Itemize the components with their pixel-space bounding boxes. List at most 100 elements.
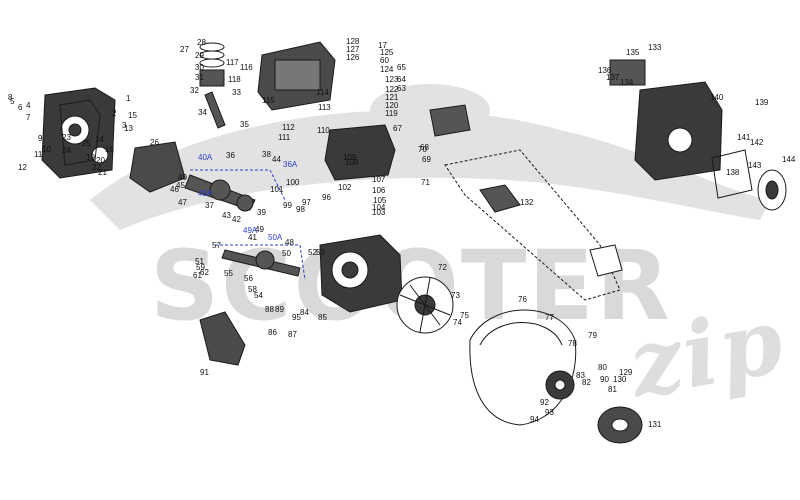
callout-label: 12 — [18, 163, 27, 172]
callout-label: 139 — [755, 98, 769, 107]
callout-label: 57 — [212, 241, 221, 250]
callout-label: 39 — [257, 208, 266, 217]
callout-label: 87 — [288, 330, 297, 339]
callout-label: 27 — [180, 45, 189, 54]
callout-label: 91 — [200, 368, 209, 377]
callout-label: 96 — [322, 193, 331, 202]
callout-label: 135 — [626, 48, 640, 57]
callout-label: 1 — [126, 94, 131, 103]
right-side-cover-plate — [711, 149, 753, 199]
callout-label: 85 — [318, 313, 327, 322]
crankcase-main — [319, 234, 403, 313]
callout-label: 82 — [582, 378, 591, 387]
callout-label: 56 — [244, 274, 253, 283]
callout-label: 31 — [195, 73, 204, 82]
callout-label: 88 — [265, 305, 274, 314]
fan-shroud — [469, 309, 577, 426]
callout-label: 41 — [248, 233, 257, 242]
callout-label: 40A — [198, 153, 213, 162]
callout-label: 86 — [268, 328, 277, 337]
callout-label: 77 — [545, 313, 554, 322]
callout-label: 52 — [308, 248, 317, 257]
callout-label: 117 — [226, 58, 239, 67]
callout-label: 126 — [346, 53, 360, 62]
callout-label: 136 — [598, 66, 612, 75]
callout-label: 101 — [270, 185, 284, 194]
assembled-engine-right — [609, 59, 723, 181]
callout-label: 124 — [380, 65, 394, 74]
callout-label: 43 — [222, 211, 231, 220]
callout-label: 121 — [385, 93, 399, 102]
callout-label: 30 — [195, 63, 204, 72]
callout-label: 93 — [545, 408, 554, 417]
callout-label: 137 — [606, 73, 620, 82]
callout-label: 89 — [275, 305, 284, 314]
callout-label: 23 — [62, 133, 71, 142]
callout-label: 33 — [232, 88, 241, 97]
rocker-cover — [257, 41, 336, 111]
callout-label: 102 — [338, 183, 352, 192]
callout-label: 18 — [105, 145, 114, 154]
callout-label: 81 — [608, 385, 617, 394]
muffler — [429, 104, 471, 137]
callout-label: 138 — [726, 168, 740, 177]
cylinder-head — [324, 124, 396, 181]
callout-label: 62 — [200, 268, 209, 277]
callout-label: 4 — [26, 101, 31, 110]
callout-label: 49A — [243, 226, 258, 235]
callout-label: 118 — [228, 75, 241, 84]
callout-label: 113 — [318, 103, 331, 112]
callout-label: 133 — [648, 43, 662, 52]
connecting-rod — [204, 91, 226, 129]
callout-label: 98 — [296, 205, 305, 214]
callout-label: 116 — [240, 63, 253, 72]
air-filter-element — [479, 184, 623, 277]
callout-label: 15 — [128, 111, 137, 120]
piston — [199, 69, 225, 87]
callout-label: 108 — [345, 158, 359, 167]
callout-label: 72 — [438, 263, 447, 272]
callout-label: 3 — [122, 121, 127, 130]
callout-label: 78 — [568, 339, 577, 348]
callout-label: 143 — [748, 161, 762, 170]
callout-label: 92 — [540, 398, 549, 407]
recoil-starter-drum — [597, 406, 643, 444]
callout-label: 61 — [193, 271, 202, 280]
callout-label: 51 — [195, 257, 204, 266]
callout-label: 11 — [34, 150, 43, 159]
callout-label: 94 — [530, 415, 539, 424]
callout-label: 112 — [282, 123, 295, 132]
callout-label: 17 — [378, 41, 387, 50]
callout-label: 36 — [226, 151, 235, 160]
callout-label: 106 — [372, 186, 386, 195]
callout-label: 115 — [262, 96, 275, 105]
callout-label: 45 — [176, 181, 185, 190]
callout-label: 42 — [232, 215, 241, 224]
callout-label: 28 — [197, 38, 206, 47]
callout-label: 68 — [420, 143, 429, 152]
callout-label: 58 — [248, 285, 257, 294]
callout-label: 63 — [397, 84, 406, 93]
callout-label: 109 — [343, 153, 357, 162]
callout-label: 65 — [397, 63, 406, 72]
callout-label: 120 — [385, 101, 399, 110]
callout-label: 2 — [112, 109, 117, 118]
callout-label: 67 — [393, 124, 402, 133]
callout-label: 13 — [124, 124, 133, 133]
callout-label: 76 — [518, 295, 527, 304]
callout-label: 123 — [385, 75, 399, 84]
right-flywheel-ring — [757, 169, 787, 211]
callout-label: 29 — [195, 51, 204, 60]
flywheel — [396, 276, 454, 334]
callout-label: 48 — [285, 238, 294, 247]
callout-label: 131 — [648, 420, 662, 429]
callout-label: 24 — [62, 146, 71, 155]
callout-label: 122 — [385, 85, 399, 94]
blue-grouping-lines — [190, 169, 306, 281]
starter-pulley — [545, 370, 575, 400]
callout-label: 53 — [316, 248, 325, 257]
callout-label: 14 — [95, 135, 104, 144]
callout-label: 8 — [8, 93, 13, 102]
